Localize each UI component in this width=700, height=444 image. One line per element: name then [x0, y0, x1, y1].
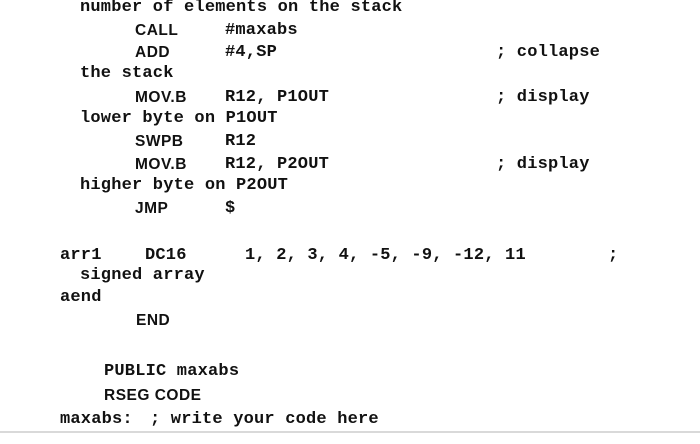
comment-write-code-here: ; write your code here: [150, 410, 379, 429]
operand-r12-p1out: R12, P1OUT: [225, 88, 330, 107]
label-arr1: arr1: [60, 246, 102, 265]
label-aend: aend: [60, 288, 102, 307]
instr-jmp: JMP: [135, 200, 169, 217]
instr-call: CALL: [135, 22, 179, 39]
comment-display-1: ; display: [496, 88, 590, 107]
comment-the-stack: the stack: [80, 64, 174, 83]
instr-swpb: SWPB: [135, 133, 184, 150]
instr-add: ADD: [135, 44, 171, 61]
comment-semicolon: ;: [608, 246, 619, 265]
operand-maxabs: #maxabs: [225, 21, 298, 40]
bottom-divider: [0, 431, 700, 433]
label-maxabs: maxabs:: [60, 410, 133, 429]
directive-public-maxabs: PUBLIC maxabs: [104, 362, 240, 381]
operand-r12-p2out: R12, P2OUT: [225, 155, 330, 174]
comment-lower-byte: lower byte on P1OUT: [80, 109, 278, 128]
directive-end: END: [136, 312, 171, 329]
operand-4-sp: #4,SP: [225, 43, 278, 62]
directive-dc16: DC16: [145, 246, 187, 265]
comment-signed-array: signed array: [80, 266, 205, 285]
directive-rseg-code: RSEG CODE: [104, 387, 202, 404]
comment-number-of-elements: number of elements on the stack: [80, 0, 403, 17]
comment-higher-byte: higher byte on P2OUT: [80, 176, 289, 195]
instr-mov-b-1: MOV.B: [135, 89, 187, 106]
array-values: 1, 2, 3, 4, -5, -9, -12, 11: [245, 246, 526, 265]
operand-dollar: $: [225, 199, 236, 218]
comment-display-2: ; display: [496, 155, 590, 174]
instr-mov-b-2: MOV.B: [135, 156, 187, 173]
operand-r12: R12: [225, 132, 257, 151]
comment-collapse: ; collapse: [496, 43, 601, 62]
